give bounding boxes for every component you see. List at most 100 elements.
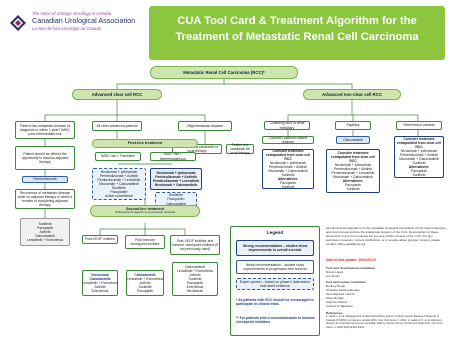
list-item: Sunitinib — [346, 187, 360, 192]
papillary-extrapolated: Consider treatment extrapolated from cle… — [326, 149, 380, 193]
extrapolated-title: Consider treatment extrapolated from cle… — [330, 150, 376, 163]
second-line-subtitle: Preference for agents not previously rec… — [114, 210, 176, 215]
list-item: Pazopanib — [344, 183, 362, 188]
list-item: Pazopanib³ — [167, 197, 185, 202]
list-item: Pembrolizumab + Axitinib — [99, 173, 139, 178]
list-item: Sunitinib — [412, 161, 426, 166]
review-member: Christina Kattimandenger — [326, 288, 360, 292]
metastatic-at-diagnosis-node: Patient has metastatic disease of diagno… — [15, 121, 75, 139]
list-item: Cabozantinib — [134, 272, 156, 277]
list-item: Pazopanib — [36, 225, 54, 230]
alternatives-label: Alternatives: — [342, 179, 364, 184]
list-item: Axitinib — [94, 285, 106, 290]
oligometastatic-node: Oligometastatic disease — [178, 121, 232, 131]
post-ici-node: Post immune checkpoint inhibitor — [125, 235, 165, 249]
list-item: Sunitinib — [412, 173, 426, 178]
review-member: Antonio S. Bassapis — [326, 304, 353, 308]
list-item: Sunitinib — [188, 276, 202, 281]
logo-org-name: Canadian Urological Association — [32, 16, 136, 25]
legend-note-contraindication: ** For patients with a contraindication … — [236, 316, 315, 325]
recurrence-node: Recurrence of metastatic disease while o… — [15, 189, 75, 209]
collecting-duct-extrapolated: Consider treatment extrapolated from cle… — [262, 149, 314, 189]
list-item: Pazopanib — [186, 281, 204, 286]
local-therapy-candidate-node: Patient is a candidate for local therapy — [226, 143, 254, 155]
intermediate-poor-options: Nivolumab + Ipilimumab Pembrolizumab + A… — [150, 168, 202, 190]
list-item: Sunitinib³ — [168, 193, 184, 198]
mrcc-node: Metastatic Renal Cell Carcinoma (RCC)* — [150, 66, 298, 79]
list-item: Pembrolizumab + Axitinib — [399, 152, 439, 157]
list-item: Nivolumab + Ipilimumab — [334, 162, 372, 167]
list-item: Pazopanib³ — [110, 190, 128, 195]
list-item: Nivolumab + Ipilimumab — [269, 160, 307, 165]
favorable-risk-node: IMDC risk = Favorable — [95, 152, 141, 161]
legend-expert-opinion: Expert opinion – based on phase II data … — [236, 278, 314, 290]
papillary-node: Papillary — [335, 121, 371, 130]
review-member: Stephen Pautler — [326, 300, 348, 304]
title-line-2: Treatment of Metastatic Renal Cell Carci… — [175, 31, 419, 43]
list-item: Pazopanib — [410, 169, 428, 174]
last-update-date: Date of last update: 2023-05-19 — [326, 258, 376, 262]
list-item: Nivolumab + Ipilimumab — [400, 148, 438, 153]
list-item: Axitinib — [39, 229, 51, 234]
list-item: Nivolumab + Ipilimumab — [156, 170, 196, 175]
post-vegf-node: Post-VEGF inhibitor — [82, 235, 118, 244]
other-mixed-node: Other/mixed variants — [396, 121, 442, 130]
list-item: Pembrolizumab + Lenvatinib — [331, 171, 375, 175]
list-item: Nivolumab + Cabozantinib — [268, 169, 308, 173]
logo-tagline-fr: La voix de l'uro-oncologie au Canada — [32, 26, 102, 31]
review-member: Jean-Baptiste Lattouf — [326, 292, 355, 296]
list-item: Lenvatinib + Everolimus — [176, 268, 214, 273]
intermediate-poor-risk-node: IMDC risk = Intermediate/poor — [150, 152, 196, 161]
post-vegf-ici-node: Post-VEGF inhibitor and immune checkpoin… — [170, 235, 220, 255]
review-committee-title: Tool card review committee: — [326, 280, 367, 284]
post-vegf-options: Nivolumab Cabozantinib Lenvatinib + Ever… — [82, 270, 118, 296]
review-member: Rodney Breau — [326, 284, 346, 288]
list-item: Nivolumab + Cabozantinib — [154, 183, 198, 188]
title-line-1: CUA Tool Card & Treatment Algorithm for … — [177, 15, 417, 27]
list-item: Lenvatinib + Everolimus — [81, 280, 119, 285]
list-item: Sunitinib³ — [111, 186, 127, 191]
all-other-patients-node: All other advanced patients — [92, 121, 142, 131]
list-item: Axitinib — [139, 280, 151, 285]
list-item: Sunitinib — [281, 185, 295, 190]
extrapolated-title: Consider treatment extrapolated from cle… — [265, 148, 311, 161]
list-item: Sunitinib — [281, 173, 295, 178]
second-line-header: Second-line treatment Preference for age… — [90, 205, 200, 217]
list-item: Cabozantinib — [89, 276, 111, 281]
list-item: Active surveillance — [104, 194, 134, 199]
cabozantinib-node: Cabozantinib — [336, 136, 370, 144]
list-item: Lenvatinib + Everolimus — [126, 276, 164, 281]
copyright-paragraph: All educational materials from the Canad… — [326, 226, 446, 247]
list-item: Nivolumab — [186, 289, 204, 294]
list-item: Cabozantinib — [35, 234, 55, 239]
alternatives-label: Alternatives: — [277, 177, 299, 182]
title-banner: CUA Tool Card & Treatment Algorithm for … — [149, 6, 445, 60]
list-item: Nivolumab — [91, 272, 109, 277]
first-line-header: First-line treatment — [92, 139, 198, 148]
favorable-risk-options: Nivolumab + Ipilimumab Pembrolizumab + A… — [92, 168, 146, 200]
legend-note-clinical-trials: * All patients with RCC should be encour… — [236, 298, 314, 307]
legend-strong-recommendation: Strong recommendation – studies show imp… — [236, 240, 314, 256]
list-item: Everolimus — [186, 285, 204, 290]
list-item: Pembrolizumab + Axitinib — [155, 174, 197, 179]
pembrolizumab-node: Pembrolizumab — [22, 176, 68, 183]
review-member: Scott Morgan — [326, 296, 344, 300]
list-item: Pazopanib — [136, 289, 154, 294]
second-line-title: Second-line treatment — [126, 207, 164, 212]
references-title: References: — [326, 311, 344, 315]
post-vegf-ici-options: Cabozantinib Lenvatinib + Everolimus Axi… — [172, 262, 218, 296]
list-item: Pembrolizumab + Axitinib — [268, 164, 308, 169]
list-item: Lenvatinib + Everolimus — [26, 238, 64, 243]
logo-tagline-en: The Voice of Urologic Oncology in Canada — [32, 11, 111, 16]
other-variants-extrapolated: Consider treatment extrapolated from cle… — [394, 136, 444, 178]
post-adjuvant-list: Sunitinib Pazopanib Axitinib Cabozantini… — [20, 218, 70, 246]
list-item: Nivolumab + Ipilimumab — [100, 169, 138, 174]
list-item: Pembrolizumab + Lenvatinib — [97, 177, 141, 182]
alternatives-label: Alternatives: — [408, 165, 430, 170]
cytotoxic-regimen-node: Cytotoxic platinum-based regimen — [262, 136, 314, 144]
clear-cell-branch: Advanced clear cell RCC — [72, 89, 162, 100]
list-item: Pembrolizumab + Axitinib — [333, 166, 373, 171]
list-item: Pembrolizumab + Lenvatinib — [152, 179, 200, 183]
legend-weak-recommendation: Weak recommendation – studies show impro… — [236, 260, 314, 274]
legend-title: Legend — [266, 230, 284, 235]
